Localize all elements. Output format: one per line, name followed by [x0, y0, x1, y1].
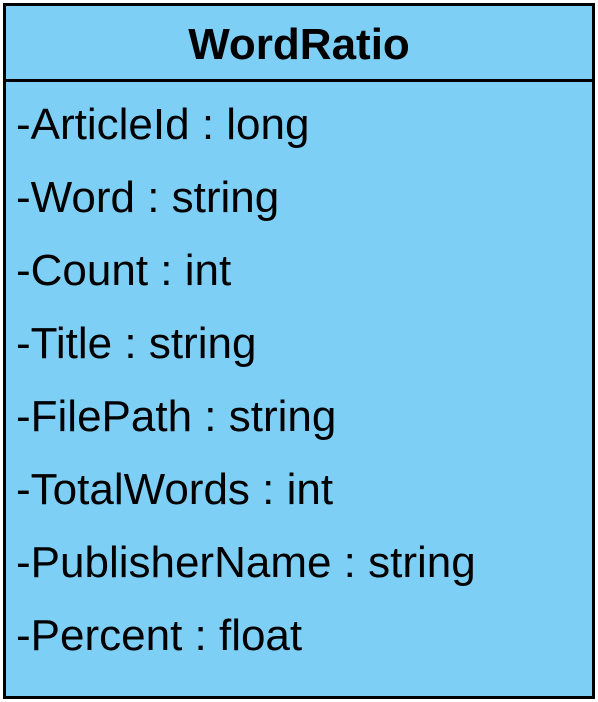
class-name: WordRatio [188, 19, 410, 69]
uml-class-box: WordRatio -ArticleId : long -Word : stri… [3, 3, 595, 699]
attribute-filepath: -FilePath : string [16, 392, 337, 441]
attribute-word: -Word : string [16, 173, 280, 222]
attribute-count: -Count : int [16, 246, 232, 295]
attribute-publishername: -PublisherName : string [16, 538, 476, 587]
attribute-percent: -Percent : float [16, 611, 303, 660]
class-header: WordRatio [6, 6, 592, 82]
attribute-articleid: -ArticleId : long [16, 100, 310, 149]
attribute-title: -Title : string [16, 319, 257, 368]
attribute-list: -ArticleId : long -Word : string -Count … [6, 82, 592, 687]
attribute-totalwords: -TotalWords : int [16, 465, 334, 514]
